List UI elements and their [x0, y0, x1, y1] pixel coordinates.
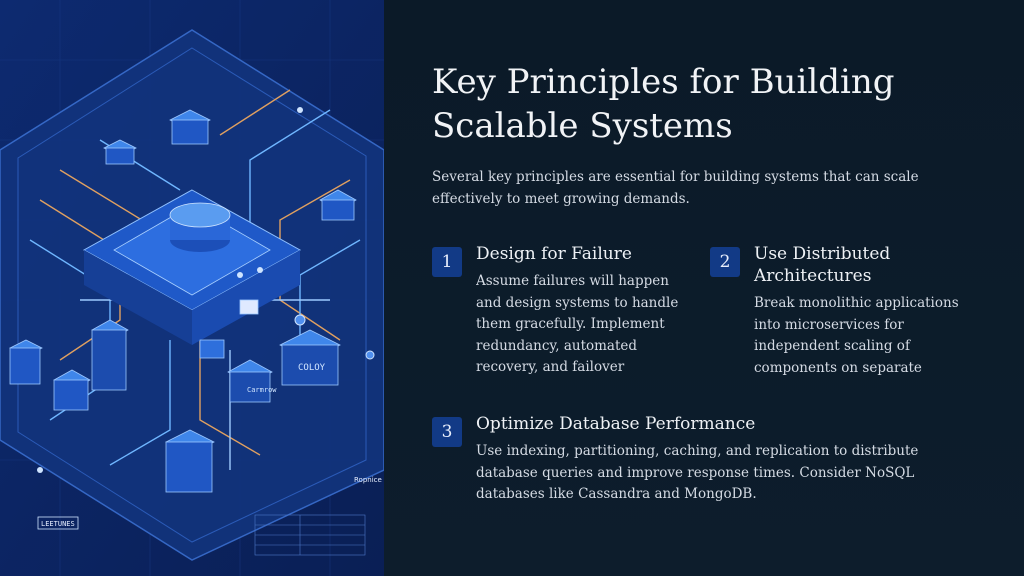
content-panel: Key Principles for Building Scalable Sys…: [384, 0, 1024, 576]
server-label: COLOY: [298, 363, 326, 373]
principle-body: Break monolithic applications into micro…: [754, 295, 959, 376]
slide-title: Key Principles for Building Scalable Sys…: [432, 62, 895, 146]
board-label: LEETUNES: [41, 520, 75, 528]
corner-label: Ropnice: [354, 476, 382, 484]
principle-body: Assume failures will happen and design s…: [476, 273, 679, 375]
principle-number-badge: 1: [432, 247, 462, 277]
principle-number-badge: 3: [432, 417, 462, 447]
principle-heading: Design for Failure: [476, 244, 632, 264]
module-label: Carmrow: [247, 386, 277, 394]
principle-number-badge: 2: [710, 247, 740, 277]
slide-intro: Several key principles are essential for…: [432, 169, 919, 207]
principle-heading: Use Distributed Architectures: [754, 244, 891, 286]
circuit-illustration: COLOY Carmrow Ropnice LEETUNES: [0, 0, 384, 576]
principle-heading: Optimize Database Performance: [476, 414, 756, 434]
circuit-board-image: COLOY Carmrow Ropnice LEETUNES: [0, 0, 384, 576]
principle-body: Use indexing, partitioning, caching, and…: [476, 443, 919, 502]
